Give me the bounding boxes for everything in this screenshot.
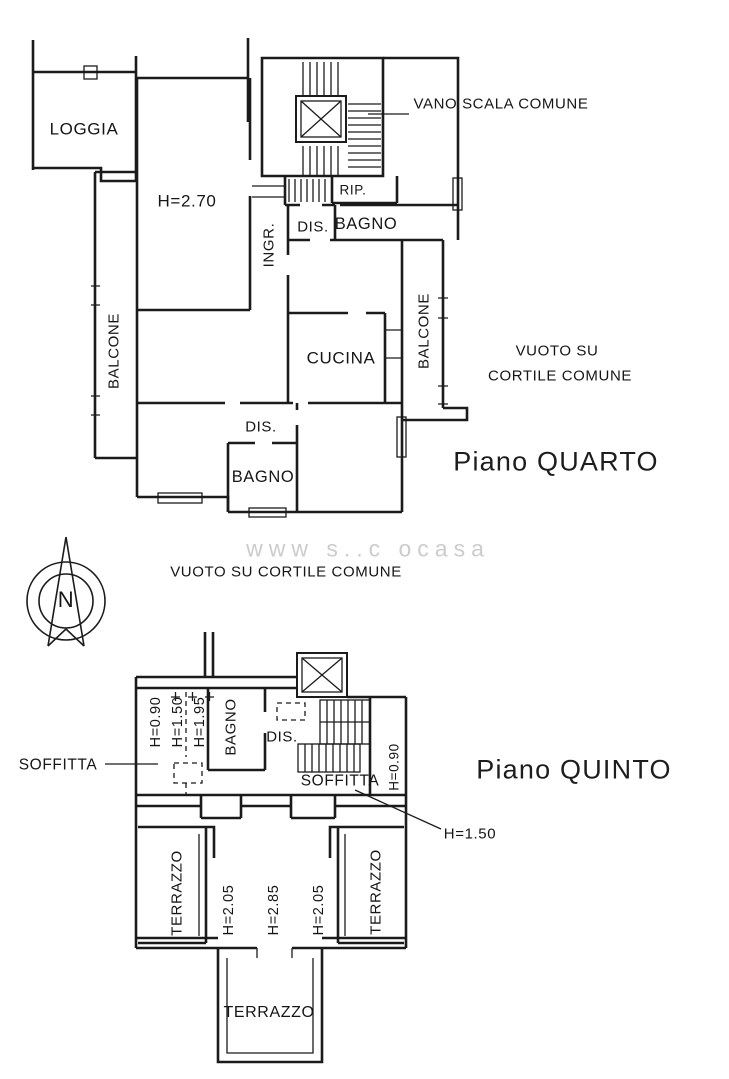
annotation-vuoto-middle: VUOTO SU CORTILE COMUNE xyxy=(170,563,402,581)
height-label-h205-b: H=2.05 xyxy=(310,884,327,936)
floor-quarto-plan xyxy=(31,38,469,518)
height-label-h285: H=2.85 xyxy=(265,884,282,936)
height-label-h270: H=2.70 xyxy=(157,191,217,211)
skylight-dashed-box xyxy=(276,702,306,721)
room-label-cucina: CUCINA xyxy=(306,348,376,368)
annotation-vuoto-line1: VUOTO SU xyxy=(515,342,599,360)
compass-icon xyxy=(26,536,106,647)
annotation-vuoto-line2: CORTILE COMUNE xyxy=(488,367,632,385)
height-label-h150-left: H=1.50 xyxy=(169,696,186,748)
room-label-balcone-right: BALCONE xyxy=(415,293,433,369)
room-label-ripostiglio: RIP. xyxy=(339,182,367,198)
room-label-dis-top: DIS. xyxy=(297,218,329,236)
room-label-dis-quinto: DIS. xyxy=(266,728,298,746)
room-label-terrazzo-bottom: TERRAZZO xyxy=(223,1004,315,1021)
height-label-h150-annot: H=1.50 xyxy=(443,825,497,843)
room-label-terrazzo-right: TERRAZZO xyxy=(367,849,385,935)
room-label-terrazzo-left: TERRAZZO xyxy=(168,850,186,936)
room-label-ingresso: INGR. xyxy=(260,222,278,268)
floor-title-quinto: Piano QUINTO xyxy=(476,754,672,785)
compass-north-label: N xyxy=(57,587,75,612)
elevator-icon-quinto xyxy=(296,652,348,698)
room-label-balcone-left: BALCONE xyxy=(105,313,123,389)
hatch-dashed-box xyxy=(173,762,203,784)
room-label-bagno-bottom: BAGNO xyxy=(231,467,295,486)
watermark: www s..c ocasa xyxy=(246,535,490,562)
room-label-soffitta-center: SOFFITTA xyxy=(300,772,380,790)
elevator-icon xyxy=(295,95,347,143)
room-label-dis-bottom: DIS. xyxy=(245,418,277,436)
h150-leader-line xyxy=(354,789,442,830)
annotation-vano-scala: VANO SCALA COMUNE xyxy=(413,95,589,113)
floor-quinto-plan xyxy=(105,632,442,1064)
room-label-soffitta-left: SOFFITTA xyxy=(18,756,98,774)
room-label-loggia: LOGGIA xyxy=(49,119,119,139)
room-label-bagno-quinto: BAGNO xyxy=(222,698,240,756)
height-label-h205-a: H=2.05 xyxy=(220,884,237,936)
height-label-h195-left: H=1.95 xyxy=(191,696,208,748)
room-label-bagno-top: BAGNO xyxy=(334,214,398,233)
stairs-icon xyxy=(252,62,381,202)
height-label-h090-left: H=0.90 xyxy=(147,696,164,748)
height-label-h090-right: H=0.90 xyxy=(386,743,402,791)
stairs-icon-quinto xyxy=(297,699,371,773)
floor-title-quarto: Piano QUARTO xyxy=(453,446,659,477)
